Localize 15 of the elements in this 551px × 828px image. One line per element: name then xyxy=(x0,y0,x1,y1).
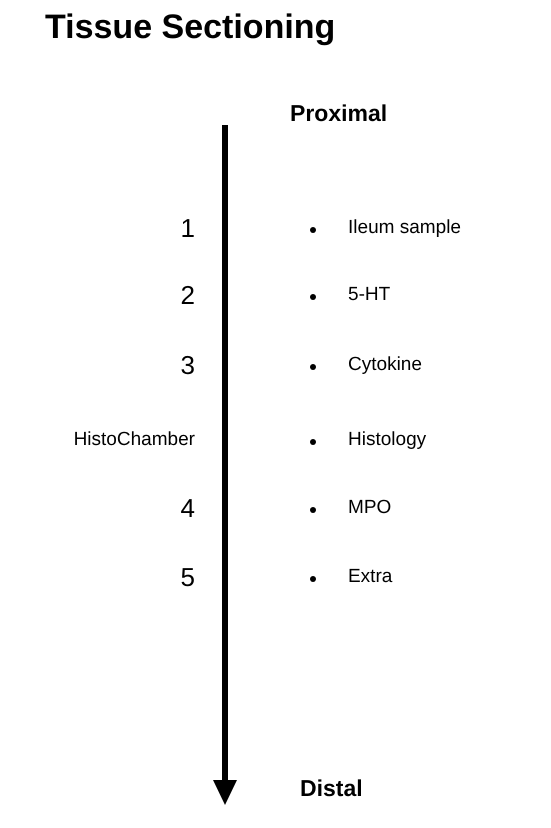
title: Tissue Sectioning xyxy=(45,8,336,47)
section-label: 5 xyxy=(180,562,195,593)
section-label: 4 xyxy=(180,493,195,524)
list-item: 5-HT xyxy=(348,284,390,306)
section-label: 1 xyxy=(180,213,195,244)
section-label: 2 xyxy=(180,280,195,311)
list-item: MPO xyxy=(348,497,392,519)
section-label: HistoChamber xyxy=(72,429,195,451)
end-label: Distal xyxy=(300,775,363,802)
list-item: Cytokine xyxy=(348,354,422,376)
list-item: Histology xyxy=(348,429,426,451)
start-label: Proximal xyxy=(290,100,388,127)
list-item: Ileum sample xyxy=(348,217,461,239)
list-item: Extra xyxy=(348,566,392,588)
section-label: 3 xyxy=(180,350,195,381)
